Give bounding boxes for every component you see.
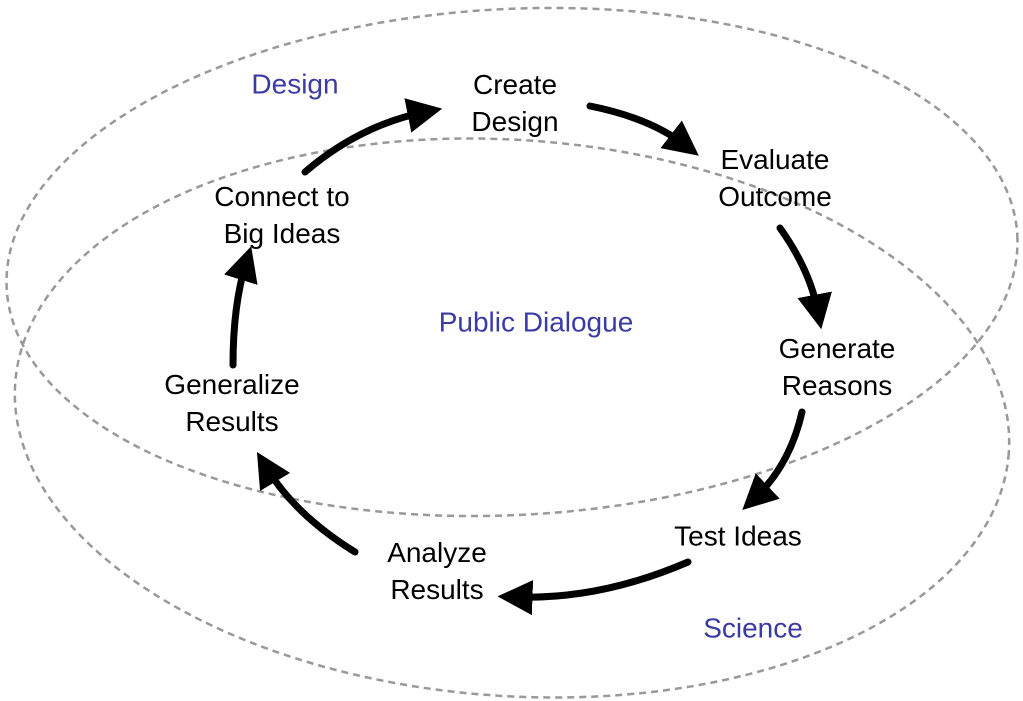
step-line: Big Ideas (223, 218, 341, 249)
step-evaluate-outcome: Evaluate Outcome (718, 141, 832, 215)
step-line: Generalize (164, 369, 300, 400)
science-ellipse (13, 137, 1011, 699)
arrow-generate-to-test (742, 408, 806, 511)
step-line: Reasons (781, 370, 893, 401)
step-create-design: Create Design (471, 66, 558, 140)
step-connect-big-ideas: Connect to Big Ideas (214, 178, 349, 252)
step-line: Analyze (387, 537, 487, 568)
step-generate-reasons: Generate Reasons (779, 330, 896, 404)
arrow-evaluate-to-generate (776, 224, 832, 330)
step-line: Results (390, 574, 484, 605)
design-ellipse (5, 6, 1019, 518)
step-line: Evaluate (720, 144, 830, 175)
step-analyze-results: Analyze Results (387, 534, 487, 608)
step-line: Generate (778, 333, 896, 364)
arrow-connect-to-create (301, 98, 443, 176)
arrow-test-to-analyze (497, 558, 692, 616)
step-test-ideas: Test Ideas (674, 520, 802, 552)
step-line: Create (472, 69, 558, 100)
arrow-create-to-evaluate (586, 102, 699, 156)
arrow-analyze-to-generalize (256, 452, 359, 556)
step-line: Outcome (718, 181, 832, 212)
step-line: Results (185, 406, 279, 437)
step-line: Design (471, 106, 559, 137)
region-label-public-dialogue: Public Dialogue (438, 306, 634, 338)
region-label-science: Science (703, 612, 803, 644)
region-label-design: Design (251, 68, 339, 100)
arrow-generalize-to-connect (224, 246, 258, 369)
step-generalize-results: Generalize Results (164, 366, 299, 440)
step-line: Connect to (214, 181, 350, 212)
